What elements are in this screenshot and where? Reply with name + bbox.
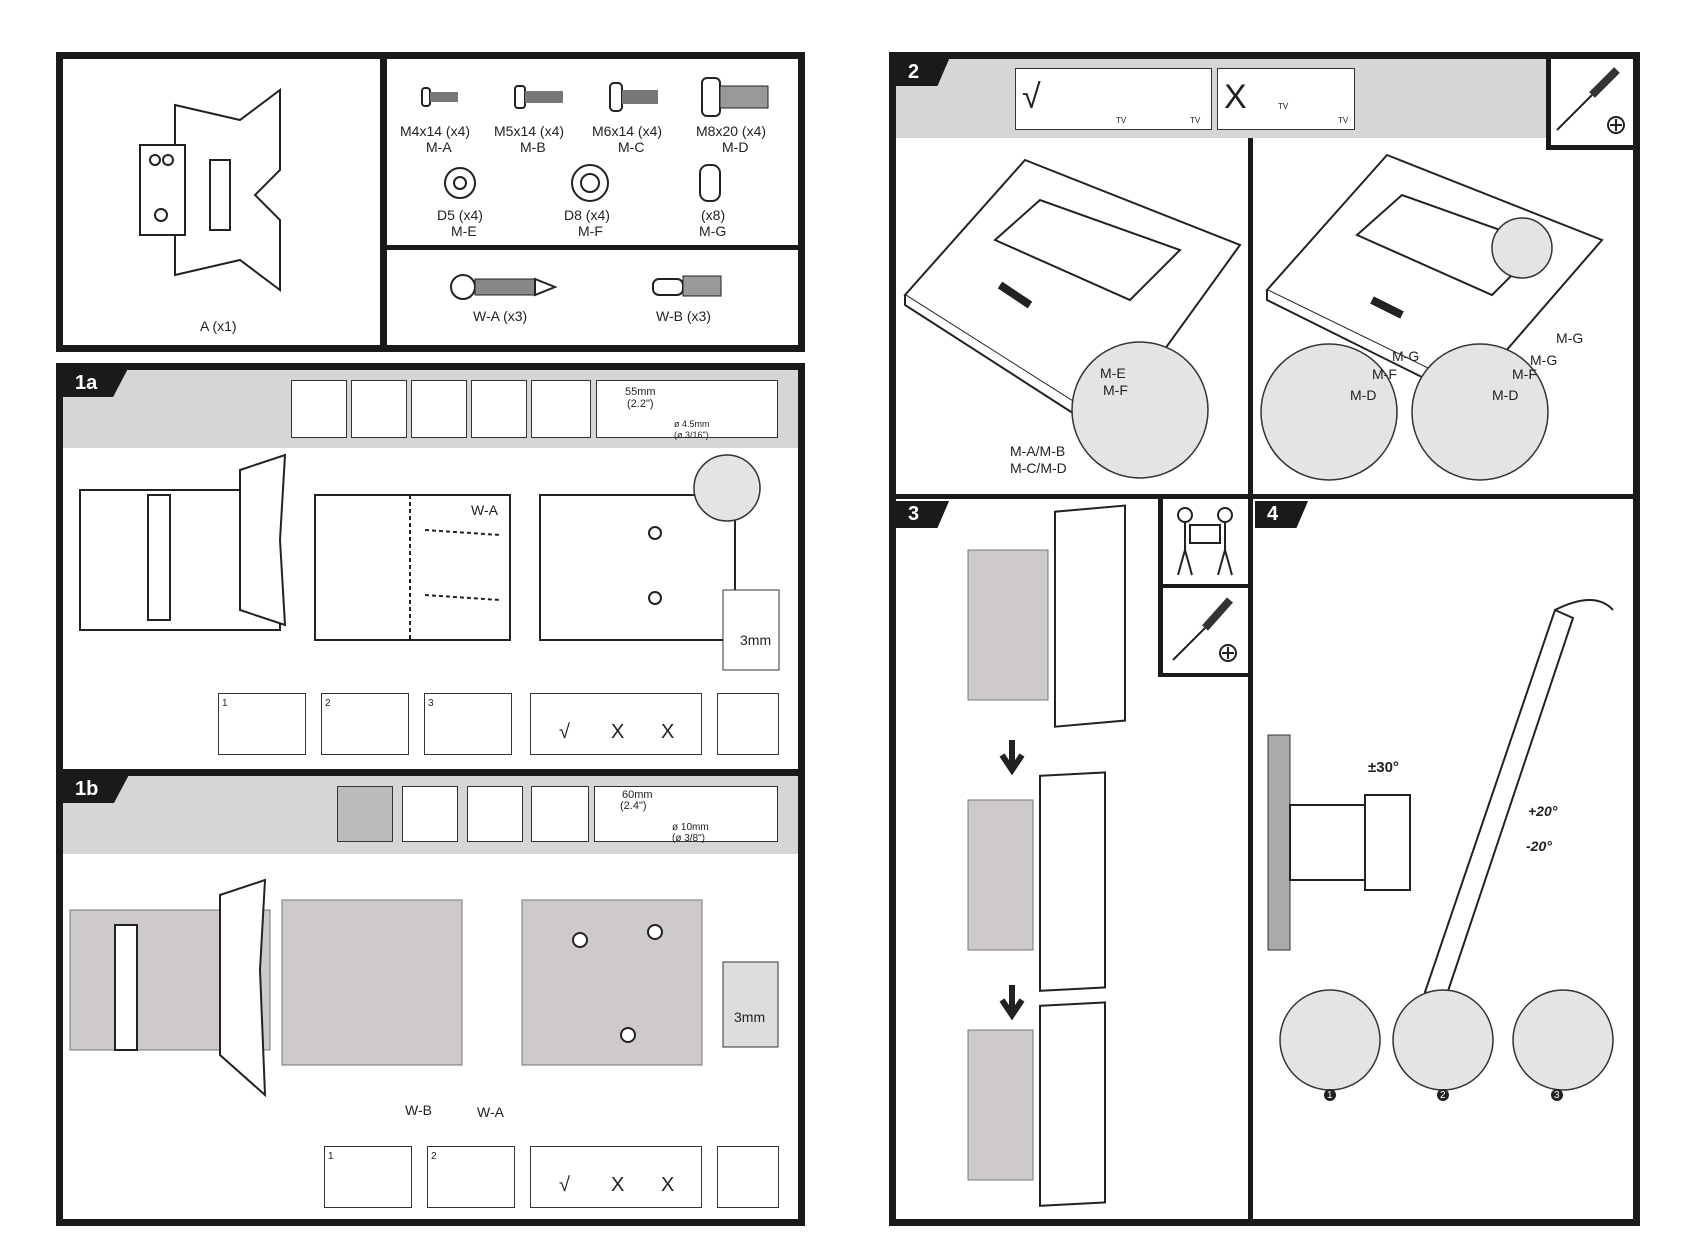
tool-screwdriver-1b (717, 1146, 779, 1208)
washers-row (444, 164, 721, 202)
screws-row (421, 77, 769, 117)
step-1a-illustrations (79, 453, 780, 671)
step-1b-gap-label: 3mm (734, 1009, 766, 1025)
correct-mark: √ (1022, 78, 1041, 116)
drill-depth-1a: 55mm (625, 386, 656, 398)
wrong-assembly-box: X TV TV (1217, 68, 1355, 130)
step-1b-illustrations (69, 878, 779, 1098)
wall-screw-w-a-label: W-A (x3) (473, 308, 528, 324)
label-m-f: M-F (1103, 382, 1128, 398)
screw-m-c-size: M6x14 (x4) (592, 123, 663, 139)
substep-1a-1: 1 (218, 693, 306, 755)
drill-spec-1b (594, 786, 778, 842)
correct-assembly-box: √ TV TV (1015, 68, 1212, 130)
washer-m-f-size: D8 (x4) (564, 207, 610, 223)
screw-m-a-size: M4x14 (x4) (400, 123, 471, 139)
drill-dia-in-1a: (ø 3/16") (674, 430, 709, 440)
wall-hardware (450, 274, 722, 300)
screw-m-d-code: M-D (722, 139, 749, 155)
step-1a-screw-label: W-A (471, 502, 498, 518)
screw-m-b-code: M-B (520, 139, 546, 155)
level-correct: √ (559, 1174, 570, 1196)
tool-pencil (467, 786, 523, 842)
drill-dia-in-1b: (ø 3/8") (672, 833, 705, 844)
label-m-a-m-b: M-A/M-B (1010, 443, 1066, 459)
label-m-g: M-G (1530, 352, 1558, 368)
tv-label: TV (1116, 116, 1127, 125)
drill-depth-1b: 60mm (622, 789, 653, 801)
substep-1a-3: 3 (424, 693, 512, 755)
level-check-1a: √ X X (530, 693, 702, 755)
step-3-illustration (967, 504, 1126, 1207)
substep-1b-2: 2 (427, 1146, 515, 1208)
label-m-g: M-G (1392, 348, 1420, 364)
step-4-substep-3: 3 (1554, 1090, 1560, 1101)
screw-m-d-size: M8x20 (x4) (696, 123, 767, 139)
tool-screwdriver-1a (717, 693, 779, 755)
washer-m-f-code: M-F (578, 223, 603, 239)
step-1a-gap-label: 3mm (740, 632, 772, 648)
level-correct: √ (559, 721, 570, 743)
drill-dia-1b: ø 10mm (672, 822, 709, 833)
step-1b-screw-label: W-A (477, 1104, 504, 1120)
tv-label: TV (1190, 116, 1201, 125)
drill-dia-1a: ø 4.5mm (674, 419, 710, 429)
label-m-g: M-G (1556, 330, 1584, 346)
label-m-c-m-d: M-C/M-D (1010, 460, 1067, 476)
step-2-illustration-left (903, 158, 1242, 479)
washer-m-e-code: M-E (451, 223, 477, 239)
level-wrong: X (661, 1174, 675, 1196)
tool-drill (531, 380, 591, 438)
wall-anchor-w-b-label: W-B (x3) (656, 308, 711, 324)
swivel-angle-label: ±30° (1368, 759, 1399, 776)
label-m-d: M-D (1350, 387, 1377, 403)
label-m-e: M-E (1100, 365, 1126, 381)
bracket-a-illustration (139, 88, 281, 292)
drill-spec-1a (596, 380, 778, 438)
substep-number: 1 (222, 698, 228, 709)
label-m-f: M-F (1372, 366, 1397, 382)
screw-m-b-size: M5x14 (x4) (494, 123, 565, 139)
label-m-d: M-D (1492, 387, 1519, 403)
substep-number: 2 (431, 1151, 437, 1162)
level-wrong: X (611, 1174, 625, 1196)
tool-wall (337, 786, 393, 842)
screwdriver-icon (1172, 597, 1237, 662)
level-wrong: X (661, 721, 675, 743)
step-4-illustration (1267, 599, 1614, 1101)
substep-number: 1 (328, 1151, 334, 1162)
level-wrong: X (611, 721, 625, 743)
substep-1b-1: 1 (324, 1146, 412, 1208)
drill-depth-in-1a: (2.2") (627, 398, 654, 410)
tool-level (411, 380, 467, 438)
part-a-label: A (x1) (200, 318, 237, 334)
substep-number: 2 (325, 698, 331, 709)
tv-label: TV (1278, 102, 1289, 111)
screw-m-c-code: M-C (618, 139, 645, 155)
substep-number: 3 (428, 698, 434, 709)
tilt-up-label: +20° (1528, 803, 1558, 819)
level-check-1b: √ X X (530, 1146, 702, 1208)
spacer-m-g-size: (x8) (701, 207, 726, 223)
step-2-illustration-right (1260, 153, 1604, 481)
tool-detector (351, 380, 407, 438)
tv-label: TV (1338, 116, 1349, 125)
screwdriver-icon (1556, 67, 1625, 134)
tool-drill (531, 786, 589, 842)
wrong-mark: X (1224, 78, 1247, 116)
two-person-icon (1177, 507, 1233, 576)
washer-m-e-size: D5 (x4) (437, 207, 483, 223)
tilt-down-label: -20° (1526, 838, 1552, 854)
spacer-m-g-code: M-G (699, 223, 727, 239)
tool-pencil (471, 380, 527, 438)
substep-1a-2: 2 (321, 693, 409, 755)
tool-level (402, 786, 458, 842)
step-4-substep-2: 2 (1440, 1090, 1446, 1101)
step-1b-anchor-label: W-B (405, 1102, 432, 1118)
step-4-substep-1: 1 (1327, 1090, 1333, 1101)
drill-depth-in-1b: (2.4") (620, 800, 647, 812)
screw-m-a-code: M-A (426, 139, 452, 155)
label-m-f: M-F (1512, 366, 1537, 382)
tool-stud-finder (291, 380, 347, 438)
